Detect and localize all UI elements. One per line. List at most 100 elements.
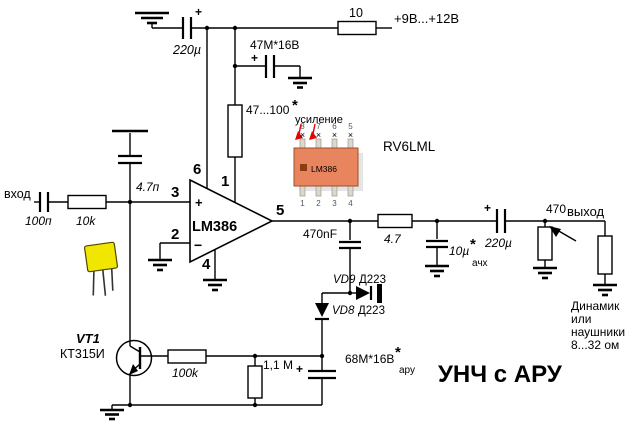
gain-note: усиление (295, 114, 343, 126)
gain-resistor-icon (227, 104, 243, 158)
shunt-cap-icon (118, 154, 142, 165)
pkg-pin-number: 5 (348, 122, 353, 131)
output-resistor-icon (377, 213, 413, 229)
bypass-cap-value: 47М*16В (250, 38, 299, 52)
minus-input-sign: − (194, 237, 202, 253)
vd9-part: Д223 (359, 274, 386, 286)
hp-cap-icon (339, 240, 361, 250)
opamp: LM386 + − 6 3 1 2 5 4 (148, 161, 284, 292)
filter-cap-value: 220µ (172, 43, 201, 57)
ground-icon (593, 283, 617, 297)
package-name: LM386 (311, 164, 337, 174)
ground-icon (203, 278, 227, 292)
ground-icon (425, 264, 449, 278)
power-rail: + 220µ 10 +9В...+12В + 47М*16В (135, 5, 459, 202)
afc-cap-icon (426, 239, 448, 249)
input-section: вход 100п 10k 4.7п (4, 129, 190, 228)
vd8-part: Д223 (358, 305, 385, 317)
input-resistor-icon (67, 194, 107, 210)
junction-dot (252, 402, 258, 408)
output-cap-value: 220µ (484, 236, 512, 250)
vd8-ref: VD8 (332, 305, 355, 317)
speaker-load-icon (597, 235, 613, 275)
coupling-cap-icon (38, 192, 50, 212)
pin-number-2: 2 (171, 226, 179, 243)
supply-voltage-label: +9В...+12В (394, 11, 459, 26)
storage-cap-value: 68М*16В (345, 352, 394, 366)
base-resistor-value: 100k (172, 366, 199, 380)
gain-arrow-icon (309, 123, 317, 140)
hp-cap-value: 470nF (303, 227, 337, 241)
vt1-part: КТ315И (60, 347, 105, 361)
load-resistor-icon (537, 226, 553, 261)
opamp-triangle-icon (189, 178, 274, 264)
pin-x-mark: × (332, 130, 337, 140)
speaker-note-line: Динамик (571, 299, 620, 313)
speaker-note-line: или (571, 312, 591, 326)
base-resistor-icon (167, 349, 207, 364)
pin-number-3: 3 (171, 184, 179, 201)
plus-sign: + (296, 362, 303, 376)
bypass-cap-icon (264, 55, 276, 78)
power-resistor-value: 10 (349, 6, 363, 20)
gain-resistor-value: 47...100 (246, 103, 290, 117)
transistor-photo (83, 241, 119, 296)
emitter-arrow-icon (129, 364, 138, 375)
package-notch-icon (300, 164, 307, 171)
ic-package-photo: LM386 × × × × 8 7 6 5 1 2 3 4 (293, 122, 363, 208)
ground-icon (135, 11, 169, 28)
pkg-pin-number: 2 (316, 199, 321, 208)
plus-input-sign: + (195, 195, 203, 210)
afc-note: ачх (472, 258, 488, 269)
filter-cap-icon (181, 17, 193, 39)
transistor-vt1: VT1 КТ315И (60, 202, 153, 405)
pin-number-1: 1 (221, 173, 229, 190)
speaker-note-line: 8...32 ом (571, 338, 619, 352)
bleed-resistor-icon (247, 365, 263, 399)
bleed-resistor-value: 1,1 М (263, 358, 293, 372)
output-label: выход (567, 204, 605, 219)
plus-sign: + (195, 5, 202, 19)
afc-cap-value: 10µ (449, 244, 469, 258)
gain-arrow-icon (295, 123, 303, 140)
pin-x-mark: × (316, 130, 321, 140)
speaker-note-line: наушники (571, 325, 625, 339)
junction-dot (204, 25, 210, 31)
load-resistor-value: 470 (546, 202, 566, 216)
plus-sign: + (251, 51, 258, 65)
ground-icon (533, 266, 557, 280)
ground-icon (148, 258, 172, 272)
ground-icon (288, 76, 312, 89)
output-section: 4.7 10µ * ачх + 220µ (272, 201, 625, 352)
gain-annotation: 47...100 * усиление (246, 97, 343, 140)
coupling-cap-value: 100п (25, 214, 52, 228)
junction-dot (232, 25, 238, 31)
watermark: RV6LML (383, 139, 436, 154)
input-resistor-value: 10k (76, 214, 96, 228)
output-cap-icon (495, 209, 507, 233)
vt1-ref: VT1 (76, 331, 100, 346)
agc-note: ару (399, 365, 415, 376)
diode-vd8-icon (315, 303, 329, 321)
pkg-pin-number: 3 (332, 199, 337, 208)
pkg-pin-number: 6 (332, 122, 337, 131)
input-label: вход (4, 187, 31, 201)
opamp-name: LM386 (192, 219, 237, 235)
pin-x-mark: × (348, 130, 353, 140)
power-resistor-icon (337, 20, 377, 36)
transistor-photo-body (83, 241, 119, 273)
afc-star: * (470, 236, 476, 253)
shunt-cap-value: 4.7п (136, 180, 160, 194)
pkg-pin-number: 1 (300, 199, 305, 208)
agc-star: * (395, 344, 401, 361)
pkg-pin-number: 8 (300, 122, 305, 131)
pkg-pin-number: 4 (348, 199, 353, 208)
diode-vd9-icon (356, 284, 382, 303)
vd9-ref: VD9 (333, 274, 356, 286)
gain-star: * (292, 97, 298, 114)
output-arrow-icon (549, 226, 577, 242)
storage-cap-icon (308, 369, 336, 380)
pin-number-5: 5 (276, 202, 284, 219)
